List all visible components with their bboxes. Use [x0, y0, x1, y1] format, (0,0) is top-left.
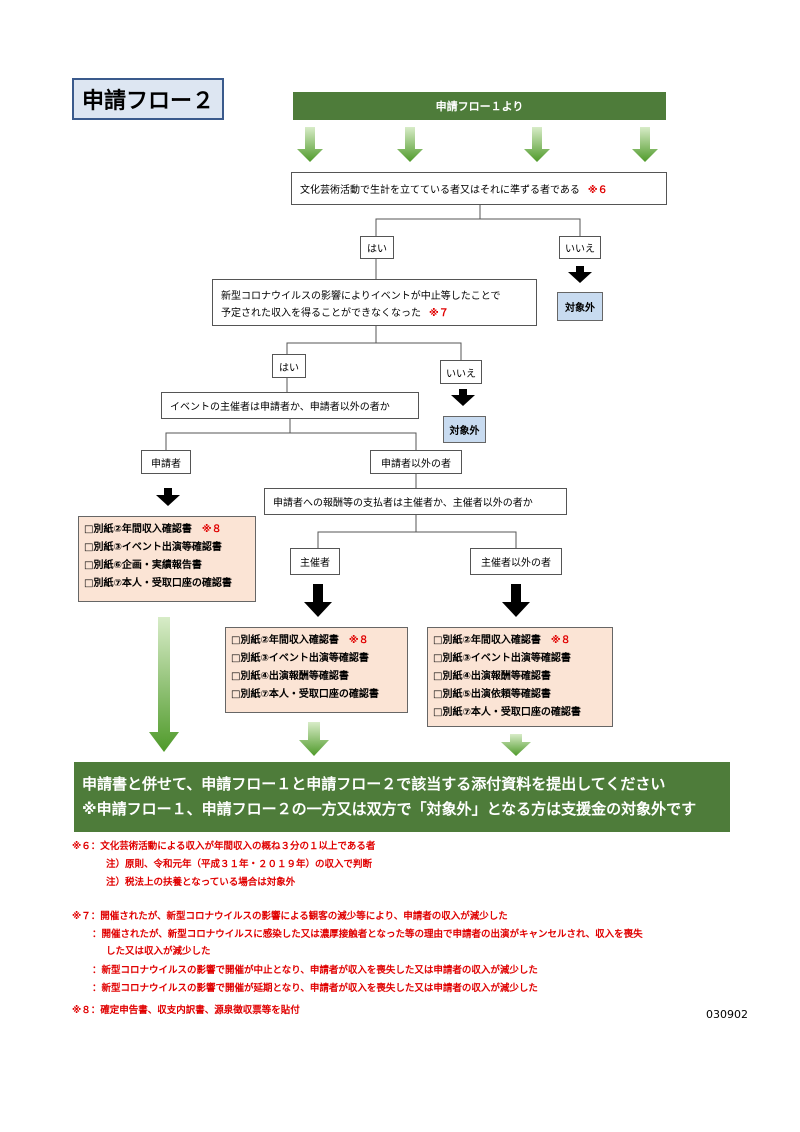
q4-other-label: 主催者以外の者	[470, 548, 562, 575]
flow-banner: 申請フロー１より	[293, 92, 666, 120]
q2-excluded-badge: 対象外	[443, 416, 486, 443]
doc-item: □別紙②年間収入確認書※８	[84, 524, 222, 535]
note-ref-7: ※７	[429, 308, 449, 319]
footnote: ：新型コロナウイルスの影響で開催が延期となり、申請者が収入を喪失した又は申請者の…	[92, 983, 538, 994]
docs-applicant-list: □別紙②年間収入確認書※８ □別紙③イベント出演等確認書 □別紙⑥企画・実績報告…	[78, 516, 256, 602]
doc-item: □別紙②年間収入確認書※８	[433, 635, 571, 646]
doc-item: □別紙⑦本人・受取口座の確認書	[433, 707, 581, 718]
page-title: 申請フロー２	[72, 78, 224, 120]
q3-applicant-label: 申請者	[141, 450, 191, 474]
question-2-line1: 新型コロナウイルスの影響によりイベントが中止等したことで	[221, 291, 501, 302]
note-ref-6: ※６	[587, 185, 608, 196]
doc-item: □別紙④出演報酬等確認書	[433, 671, 551, 682]
doc-item: □別紙⑥企画・実績報告書	[84, 560, 202, 571]
doc-item: □別紙⑦本人・受取口座の確認書	[84, 578, 232, 589]
question-3: イベントの主催者は申請者か、申請者以外の者か	[161, 392, 419, 419]
footnote: ※６：文化芸術活動による収入が年間収入の概ね３分の１以上である者	[72, 841, 376, 852]
green-arrow-icon	[297, 127, 658, 162]
green-arrow-icon	[149, 617, 531, 756]
doc-item: □別紙②年間収入確認書※８	[231, 635, 369, 646]
submission-banner: 申請書と併せて、申請フロー１と申請フロー２で該当する添付資料を提出してください …	[74, 762, 730, 832]
black-arrow-icon	[156, 266, 592, 617]
doc-item: □別紙⑤出演依頼等確認書	[433, 689, 551, 700]
question-4: 申請者への報酬等の支払者は主催者か、主催者以外の者か	[264, 488, 567, 515]
question-1-text: 文化芸術活動で生計を立てている者又はそれに準ずる者である	[300, 185, 580, 196]
footnote: ※８：確定申告書、収支内訳書、源泉徴収票等を貼付	[72, 1005, 300, 1016]
question-1: 文化芸術活動で生計を立てている者又はそれに準ずる者である ※６	[291, 172, 667, 205]
document-number: 030902	[706, 1008, 748, 1021]
footnote: した又は収入が減少した	[106, 946, 211, 957]
q1-yes-label: はい	[360, 236, 394, 259]
question-2-line2: 予定された収入を得ることができなくなった	[221, 308, 421, 319]
submission-line-2: ※申請フロー１、申請フロー２の一方又は双方で「対象外」となる方は支援金の対象外で…	[82, 800, 697, 818]
doc-item: □別紙③イベント出演等確認書	[231, 653, 369, 664]
footnote: ：開催されたが、新型コロナウイルスに感染した又は濃厚接触者となった等の理由で申請…	[92, 929, 643, 940]
q2-yes-label: はい	[272, 354, 306, 378]
footnote: 注）原則、令和元年（平成３１年・２０１９年）の収入で判断	[106, 859, 373, 870]
footnote: ※７：開催されたが、新型コロナウイルスの影響による観客の減少等により、申請者の収…	[72, 911, 508, 922]
docs-organizer-list: □別紙②年間収入確認書※８ □別紙③イベント出演等確認書 □別紙④出演報酬等確認…	[225, 627, 408, 713]
question-2: 新型コロナウイルスの影響によりイベントが中止等したことで 予定された収入を得るこ…	[212, 279, 537, 326]
doc-item: □別紙③イベント出演等確認書	[433, 653, 571, 664]
q4-organizer-label: 主催者	[290, 548, 340, 575]
q2-no-label: いいえ	[440, 360, 482, 384]
doc-item: □別紙③イベント出演等確認書	[84, 542, 222, 553]
footnote: 注）税法上の扶養となっている場合は対象外	[106, 877, 296, 888]
q1-no-label: いいえ	[559, 236, 601, 259]
footnote: ：新型コロナウイルスの影響で開催が中止となり、申請者が収入を喪失した又は申請者の…	[92, 965, 538, 976]
q1-excluded-badge: 対象外	[557, 292, 603, 321]
q3-other-label: 申請者以外の者	[370, 450, 462, 474]
submission-line-1: 申請書と併せて、申請フロー１と申請フロー２で該当する添付資料を提出してください	[82, 775, 666, 793]
doc-item: □別紙④出演報酬等確認書	[231, 671, 349, 682]
docs-other-list: □別紙②年間収入確認書※８ □別紙③イベント出演等確認書 □別紙④出演報酬等確認…	[427, 627, 613, 727]
doc-item: □別紙⑦本人・受取口座の確認書	[231, 689, 379, 700]
